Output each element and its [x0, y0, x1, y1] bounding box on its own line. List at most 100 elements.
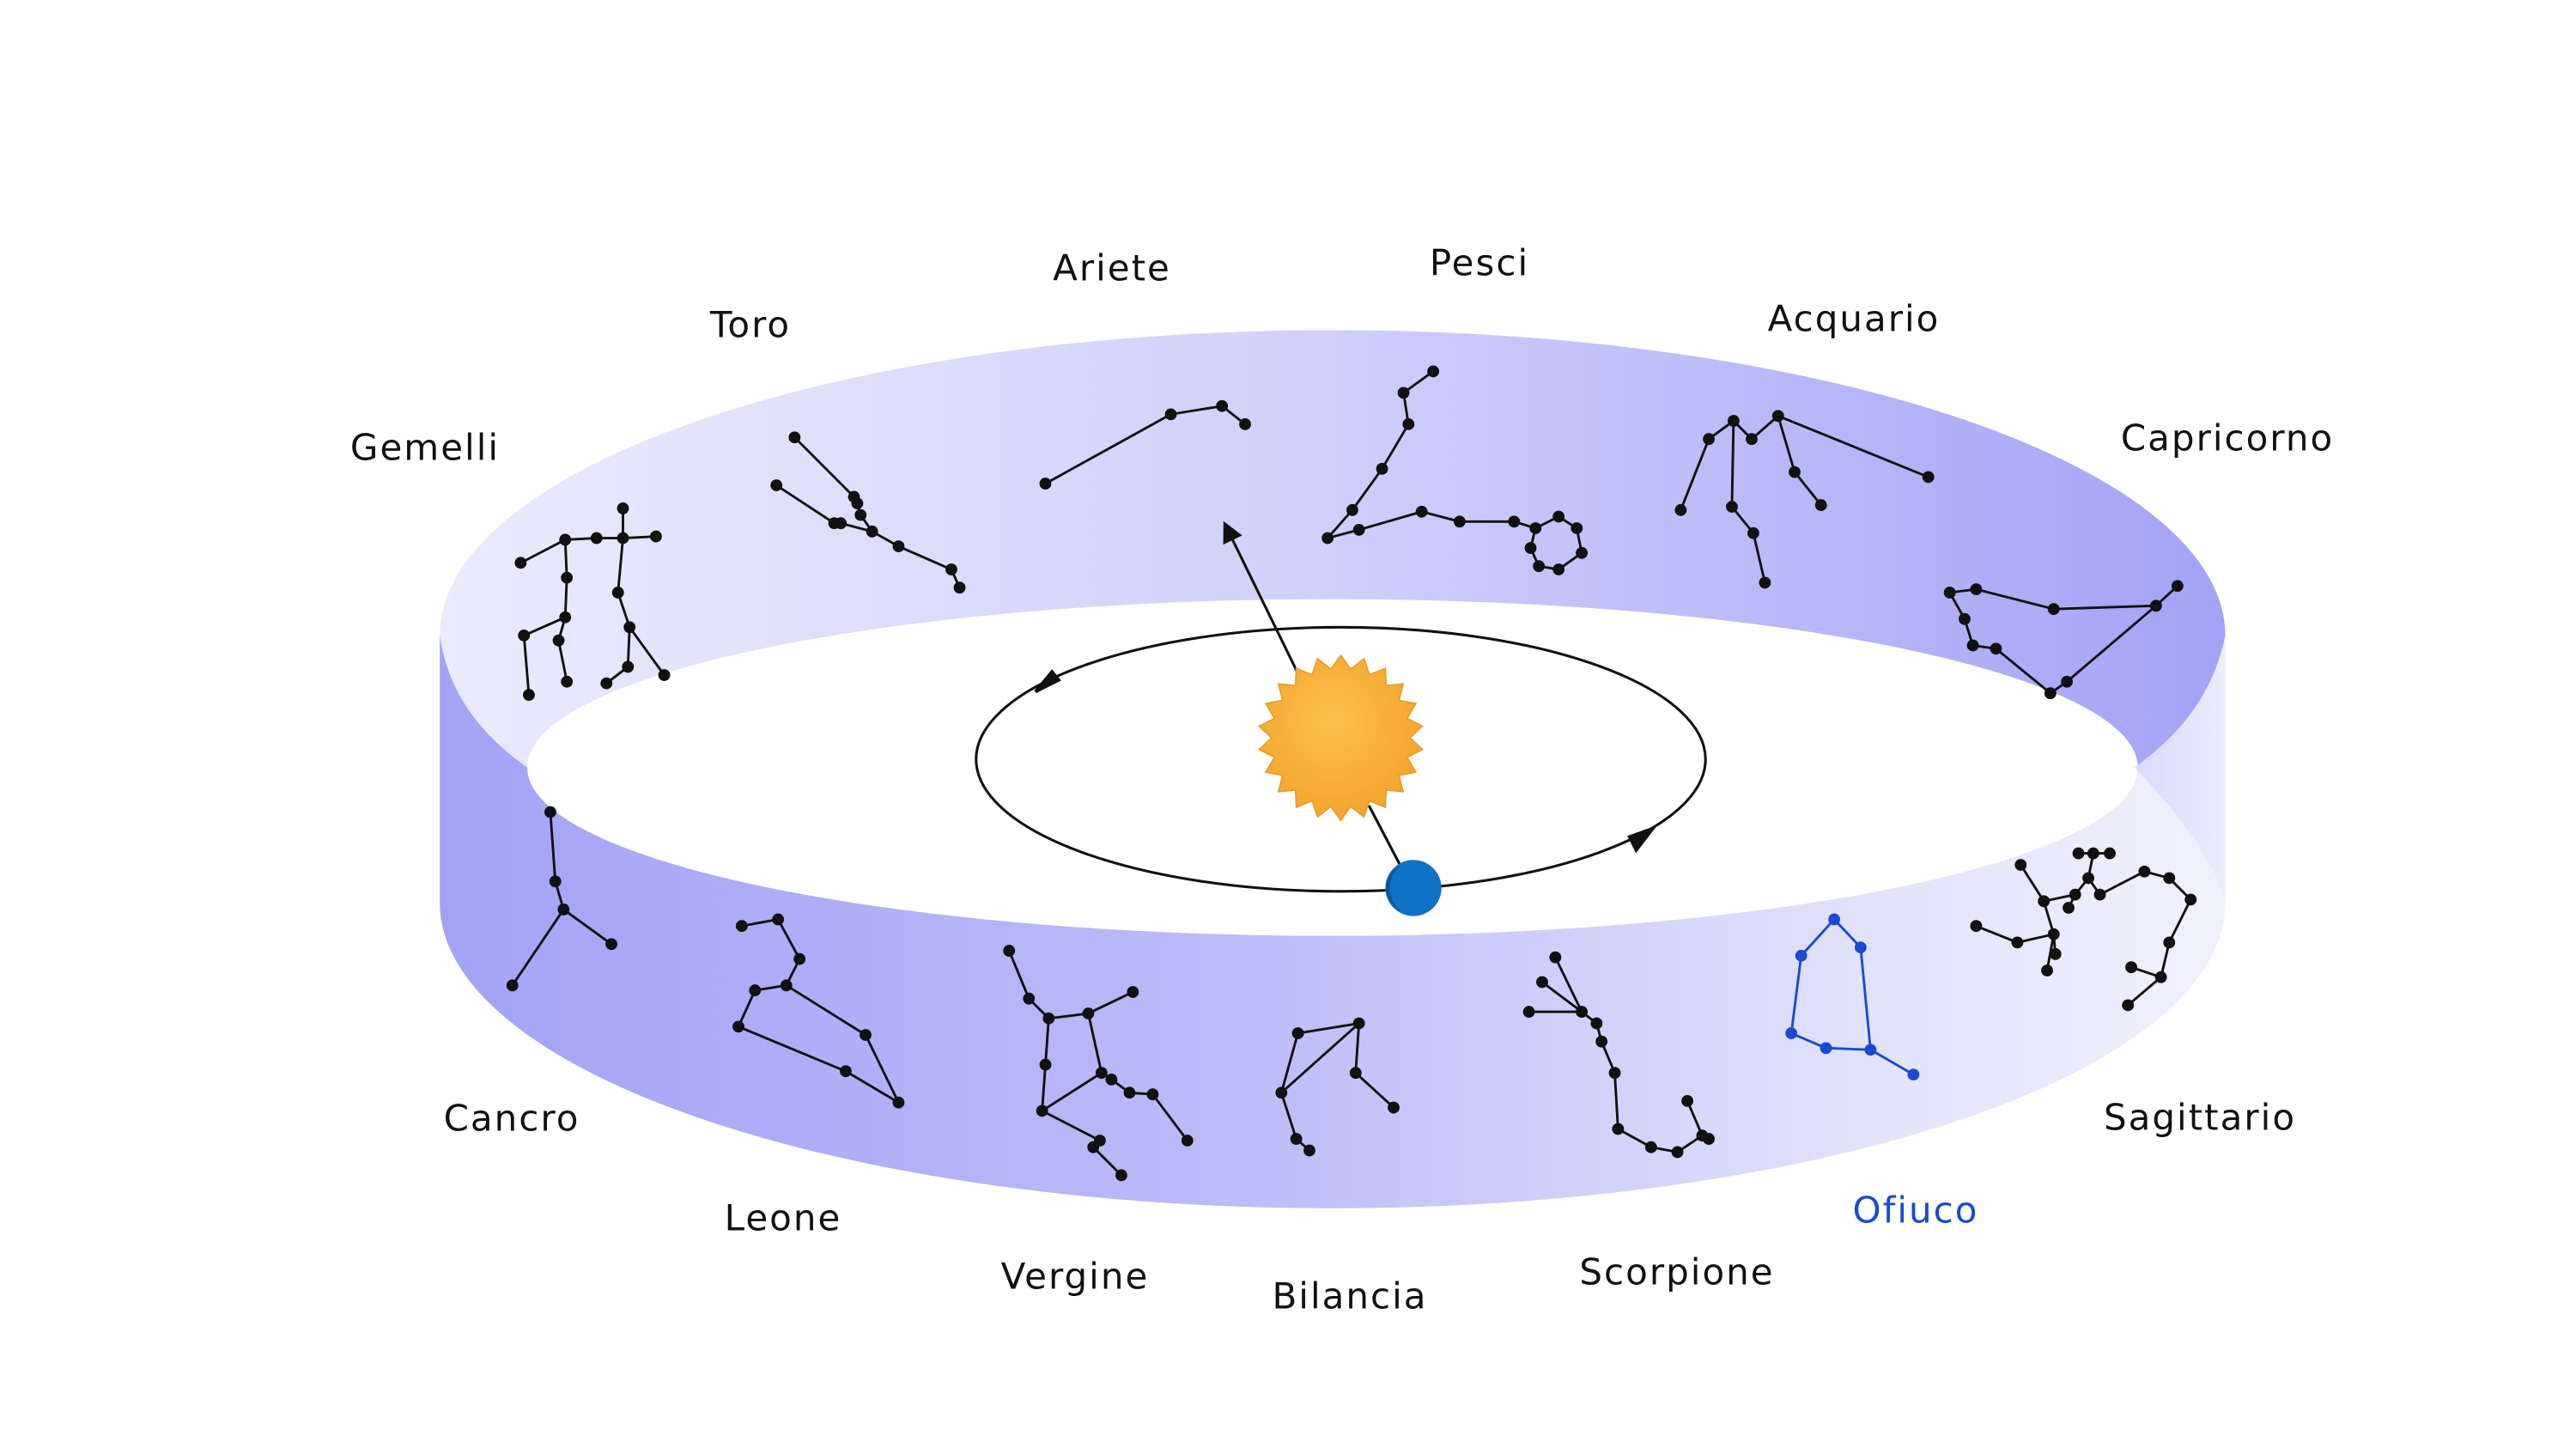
orbit-arrow-left	[1034, 669, 1061, 693]
constellation-line	[2020, 864, 2045, 903]
constellation-star	[851, 497, 864, 510]
sun-direction-arrow	[1223, 520, 1303, 681]
constellation-line	[1826, 1046, 1871, 1051]
constellation-line	[617, 592, 631, 628]
constellation-pesci	[1321, 365, 1589, 575]
label-ofiuco: Ofiuco	[1852, 1189, 1979, 1232]
constellation-star	[1453, 515, 1466, 528]
constellation-star	[2011, 936, 2024, 949]
constellation-star	[617, 502, 629, 514]
constellation-line	[1041, 1110, 1101, 1142]
constellation-ofiuco	[1785, 913, 1920, 1081]
constellation-line	[741, 918, 779, 928]
constellation-star	[1552, 563, 1565, 575]
constellation-line	[1087, 1013, 1103, 1074]
constellation-line	[775, 484, 835, 525]
constellation-line	[1777, 415, 1796, 473]
constellation-star	[1795, 949, 1807, 962]
constellation-star	[1388, 1101, 1400, 1114]
constellation-star	[1674, 503, 1687, 516]
constellation-star	[1095, 1067, 1108, 1080]
band-back-wall	[440, 330, 2226, 768]
orbit-ellipse	[975, 625, 1707, 893]
constellation-line	[845, 1070, 900, 1104]
constellation-star	[1771, 410, 1784, 423]
constellation-star	[2061, 675, 2074, 688]
constellation-star	[2104, 847, 2116, 860]
constellation-gemelli	[514, 502, 671, 702]
constellation-star	[1681, 1094, 1694, 1107]
constellation-line	[2127, 976, 2162, 1007]
constellation-star	[892, 540, 905, 553]
label-pesci: Pesci	[1429, 241, 1530, 284]
constellation-star	[2163, 936, 2176, 949]
constellation-star	[1397, 386, 1410, 399]
constellation-star	[1746, 433, 1758, 446]
orbit-arrow-right	[1627, 824, 1658, 854]
constellation-line	[1041, 1064, 1047, 1111]
constellation-line	[522, 635, 531, 696]
constellation-line	[511, 909, 565, 987]
constellation-star	[2041, 964, 2053, 977]
constellation-star	[1590, 1017, 1603, 1030]
constellation-toro	[770, 431, 966, 594]
constellation-star	[611, 587, 624, 599]
constellation-star	[2047, 928, 2060, 940]
constellation-star	[1612, 1123, 1625, 1135]
constellation-line	[629, 626, 665, 676]
constellation-line	[1686, 1100, 1704, 1136]
constellation-line	[2099, 870, 2146, 896]
constellation-star	[549, 875, 562, 888]
constellation-vergine	[1003, 945, 1194, 1182]
constellation-star	[1290, 1133, 1303, 1145]
constellation-star	[514, 557, 527, 569]
constellation-star	[1105, 1073, 1118, 1086]
constellation-star	[1726, 501, 1738, 513]
constellation-line	[1170, 405, 1223, 416]
constellation-line	[1327, 508, 1354, 539]
constellation-leone	[732, 913, 905, 1109]
constellation-line	[626, 627, 631, 667]
constellation-star	[2122, 999, 2135, 1012]
constellation-star	[2093, 888, 2106, 901]
constellation-star	[1093, 1135, 1106, 1147]
constellation-star	[735, 920, 748, 933]
label-leone: Leone	[724, 1196, 842, 1239]
constellation-line	[1048, 1012, 1089, 1020]
constellation-star	[1303, 1144, 1315, 1157]
earth-sun-line	[1367, 805, 1405, 873]
constellation-line	[549, 812, 557, 882]
constellation-star	[1854, 941, 1867, 954]
constellation-star	[658, 669, 671, 681]
constellation-line	[1041, 1071, 1103, 1112]
constellation-star	[1216, 399, 1229, 412]
constellation-star	[559, 611, 572, 624]
constellation-star	[1943, 587, 1956, 599]
constellation-star	[2154, 971, 2167, 983]
constellation-star	[1820, 1042, 1832, 1055]
constellation-star	[1522, 1006, 1535, 1019]
constellation-star	[1127, 986, 1139, 998]
constellation-line	[793, 436, 855, 498]
constellation-line	[2053, 604, 2156, 611]
label-cancro: Cancro	[443, 1097, 580, 1140]
constellation-star	[561, 571, 574, 584]
label-toro: Toro	[709, 303, 792, 346]
constellation-line	[617, 538, 624, 593]
constellation-star	[1703, 433, 1715, 446]
constellation-line	[864, 1034, 900, 1104]
constellation-star	[1164, 408, 1177, 421]
constellation-line	[1777, 414, 1929, 478]
label-bilancia: Bilancia	[1272, 1275, 1428, 1317]
constellation-line	[1421, 510, 1461, 523]
constellation-star	[780, 979, 793, 992]
constellation-star	[840, 1065, 852, 1078]
constellation-star	[557, 904, 570, 916]
constellation-star	[1402, 417, 1415, 430]
constellation-star	[1970, 920, 1983, 933]
constellation-line	[1617, 1128, 1652, 1148]
constellation-star	[1828, 913, 1841, 926]
constellation-star	[1352, 523, 1365, 536]
constellation-star	[732, 1020, 744, 1033]
